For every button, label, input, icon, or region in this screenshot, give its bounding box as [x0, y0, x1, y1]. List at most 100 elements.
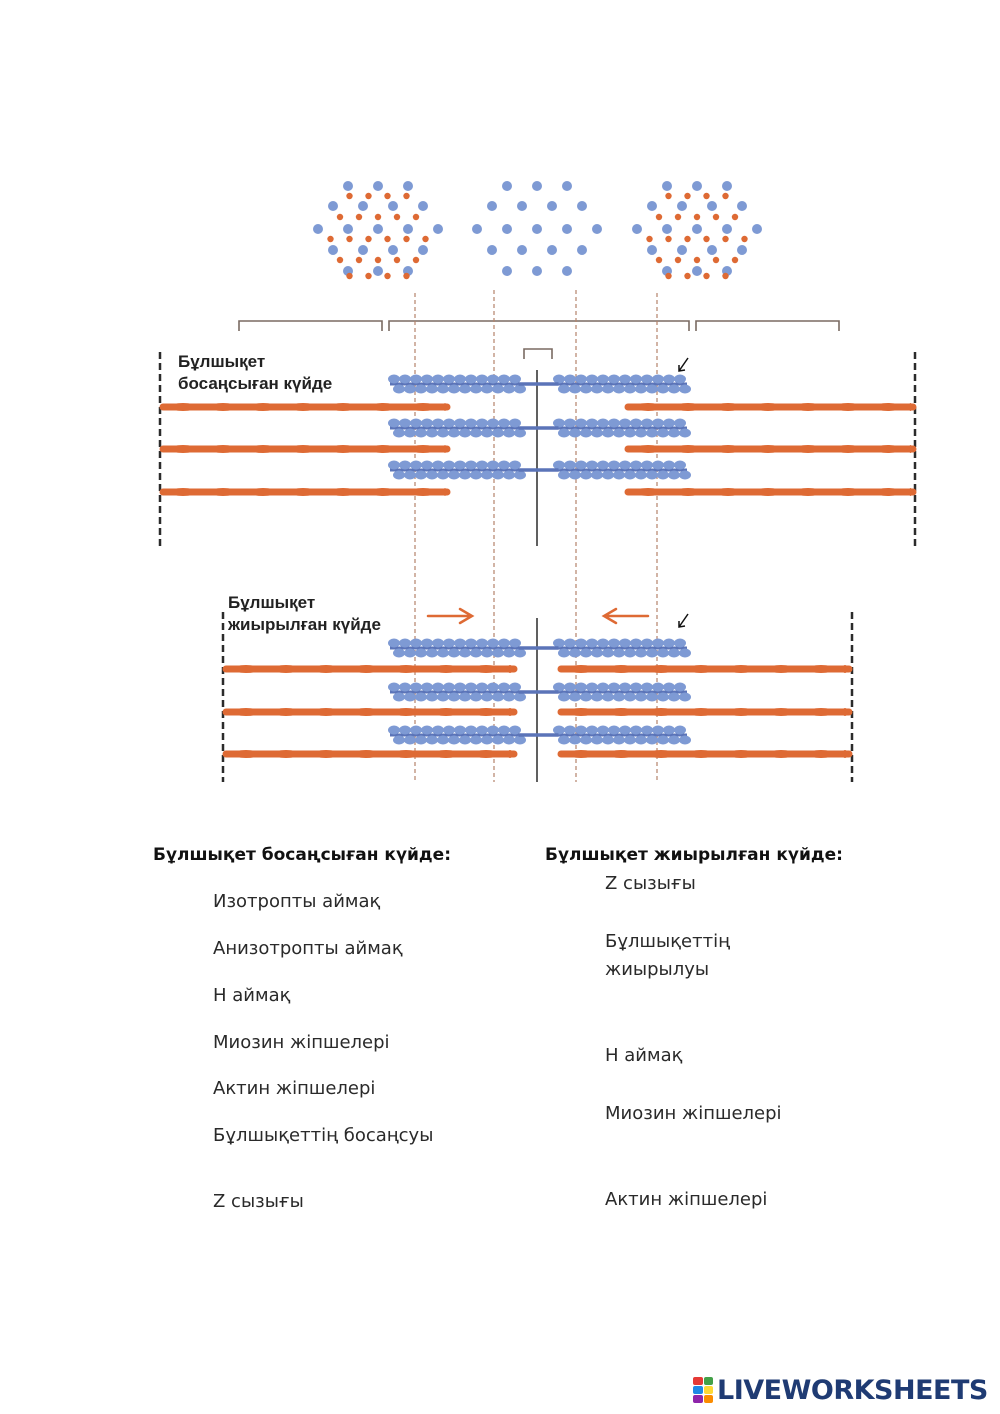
myosin-head [613, 692, 625, 702]
myosin-head [410, 374, 422, 384]
myosin-dot [343, 181, 353, 191]
myosin-head [575, 725, 587, 735]
relaxed-item-isotropic[interactable]: Изотропты аймақ [213, 891, 381, 912]
myosin-head [602, 692, 614, 702]
myosin-head [426, 692, 438, 702]
myosin-head [465, 725, 477, 735]
myosin-head [674, 725, 686, 735]
myosin-head [487, 725, 499, 735]
myosin-head [470, 428, 482, 438]
actin-helix [708, 488, 748, 496]
a-band-bracket [388, 320, 690, 331]
myosin-head [415, 470, 427, 480]
myosin-head [580, 692, 592, 702]
actin-helix [761, 750, 801, 758]
actin-helix [346, 665, 386, 673]
myosin-head [437, 648, 449, 658]
actin-helix [203, 488, 243, 496]
actin-helix [506, 750, 514, 758]
actin-dot [703, 235, 710, 243]
myosin-head [641, 418, 653, 428]
contracted-state-label: Бұлшықет жиырылған күйде [226, 592, 383, 636]
myosin-filament [388, 418, 691, 438]
actin-dot [674, 256, 682, 264]
myosin-head [487, 418, 499, 428]
actin-helix [306, 665, 346, 673]
myosin-head [454, 638, 466, 648]
myosin-head [393, 692, 405, 702]
contracted-item-contraction[interactable]: Бұлшықеттің жиырылуы [605, 928, 730, 984]
actin-dot [703, 192, 710, 200]
actin-helix [466, 708, 506, 716]
actin-dot [684, 235, 691, 243]
actin-helix [708, 445, 748, 453]
myosin-head [443, 725, 455, 735]
myosin-dot [373, 224, 383, 234]
actin-helix [828, 445, 868, 453]
myosin-head [399, 418, 411, 428]
actin-dot [365, 192, 372, 200]
i-band-bracket-left [238, 320, 383, 331]
myosin-head [597, 418, 609, 428]
myosin-head [481, 428, 493, 438]
actin-dot [712, 256, 720, 264]
myosin-head [476, 374, 488, 384]
relaxed-item-anisotropic[interactable]: Анизотропты аймақ [213, 938, 403, 959]
myosin-head [657, 692, 669, 702]
relaxed-item-z-line[interactable]: Z сызығы [213, 1191, 304, 1212]
myosin-head [602, 384, 614, 394]
contracted-item-myosin[interactable]: Миозин жіпшелері [605, 1103, 782, 1124]
myosin-head [443, 460, 455, 470]
actin-helix [203, 445, 243, 453]
actin-helix [641, 708, 681, 716]
relaxed-item-actin[interactable]: Актин жіпшелері [213, 1078, 376, 1099]
myosin-head [674, 682, 686, 692]
myosin-head [514, 692, 526, 702]
myosin-head [613, 428, 625, 438]
myosin-dot [373, 181, 383, 191]
myosin-head [553, 725, 565, 735]
myosin-head [630, 682, 642, 692]
myosin-dot [662, 224, 672, 234]
relaxed-item-h-zone[interactable]: Н аймақ [213, 985, 291, 1006]
cross-section-overlap-left [313, 181, 443, 280]
actin-helix [403, 403, 443, 411]
actin-helix [601, 750, 641, 758]
myosin-dot [722, 181, 732, 191]
actin-helix [801, 665, 841, 673]
myosin-head [553, 460, 565, 470]
myosin-head [481, 692, 493, 702]
actin-dot [384, 235, 391, 243]
myosin-head [619, 682, 631, 692]
myosin-head [443, 638, 455, 648]
myosin-head [679, 428, 691, 438]
myosin-head [465, 460, 477, 470]
actin-helix [403, 488, 443, 496]
myosin-head [503, 470, 515, 480]
myosin-head [597, 725, 609, 735]
myosin-dot [692, 181, 702, 191]
myosin-filament [388, 682, 691, 702]
myosin-dot [647, 245, 657, 255]
actin-dot [674, 213, 682, 221]
contracted-item-z-line[interactable]: Z сызығы [605, 873, 696, 894]
myosin-head [476, 638, 488, 648]
relaxed-item-relaxation[interactable]: Бұлшықеттің босаңсуы [213, 1125, 434, 1146]
myosin-head [591, 384, 603, 394]
actin-filament [222, 665, 518, 673]
relaxed-item-myosin[interactable]: Миозин жіпшелері [213, 1032, 390, 1053]
myosin-head [448, 470, 460, 480]
actin-dot [655, 213, 663, 221]
actin-dot [403, 192, 410, 200]
myosin-dot [737, 245, 747, 255]
actin-dot [346, 192, 353, 200]
actin-helix [721, 665, 761, 673]
myosin-head [476, 682, 488, 692]
contracted-item-h-zone[interactable]: Н аймақ [605, 1045, 683, 1066]
myosin-head [421, 374, 433, 384]
myosin-head [399, 374, 411, 384]
myosin-dot [722, 224, 732, 234]
myosin-head [602, 735, 614, 745]
contracted-item-actin[interactable]: Актин жіпшелері [605, 1189, 768, 1210]
relaxed-state-label: Бұлшықет босаңсыған күйде [176, 351, 335, 395]
